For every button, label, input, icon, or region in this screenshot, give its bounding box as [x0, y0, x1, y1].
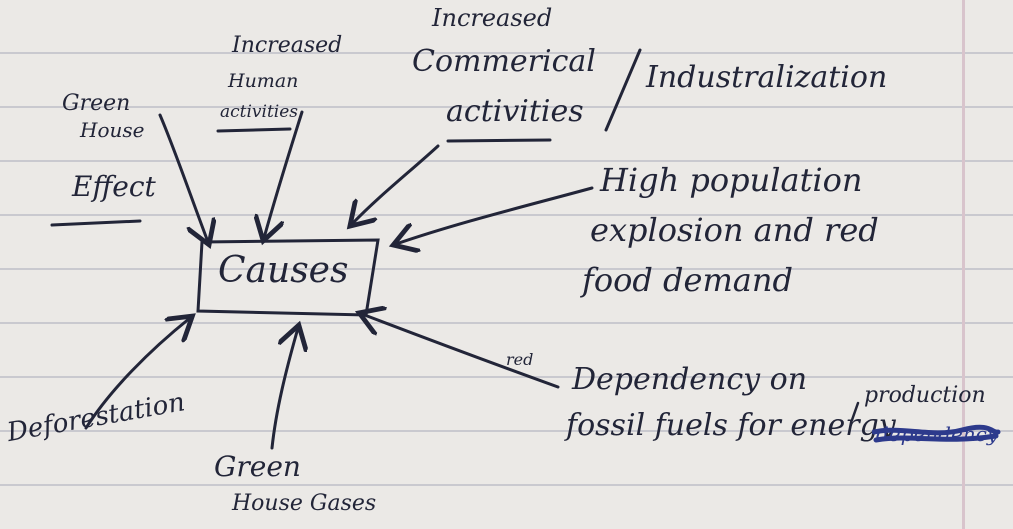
- note-human-activities: activities: [220, 102, 299, 122]
- note-dependency-2: fossil fuels for energy: [566, 408, 896, 443]
- note-production: production: [864, 383, 986, 408]
- causes-label: Causes: [218, 250, 349, 291]
- note-red-mark: red: [506, 350, 534, 369]
- margin-line: [962, 0, 965, 529]
- arrow-population: [396, 186, 594, 244]
- note-industrialization: Industralization: [646, 60, 888, 95]
- note-gh-gases-2: House Gases: [232, 491, 377, 516]
- note-commercial: Commerical: [412, 44, 596, 79]
- arrow-human-activities: [264, 110, 304, 238]
- note-house: House: [80, 118, 145, 142]
- commercial-activities-underline: [446, 138, 552, 143]
- note-population-3: food demand: [582, 261, 793, 299]
- note-commercial-activities: activities: [446, 94, 584, 129]
- note-increased-2: Increased: [432, 4, 553, 32]
- slash-mark: [604, 48, 642, 132]
- note-gh-gases-1: Green: [214, 450, 301, 483]
- note-population-2: explosion and red: [590, 211, 879, 249]
- note-increased-1: Increased: [232, 33, 343, 58]
- note-population-1: High population: [600, 161, 863, 199]
- arrow-commercial-activities: [352, 144, 440, 224]
- arrow-green-house-effect: [158, 113, 208, 242]
- arrow-dependency: [362, 314, 560, 389]
- note-green: Green: [62, 91, 131, 116]
- scribble-strikeout: [872, 424, 1001, 443]
- effect-underline: [50, 219, 142, 227]
- insertion-caret: [850, 401, 860, 422]
- human-activities-underline: [216, 127, 292, 133]
- arrow-green-house-gases: [270, 328, 298, 450]
- note-effect: Effect: [72, 170, 156, 203]
- arrow-deforestation: [84, 318, 190, 430]
- note-human: Human: [228, 70, 299, 92]
- note-dependency-1: Dependency on: [572, 362, 808, 397]
